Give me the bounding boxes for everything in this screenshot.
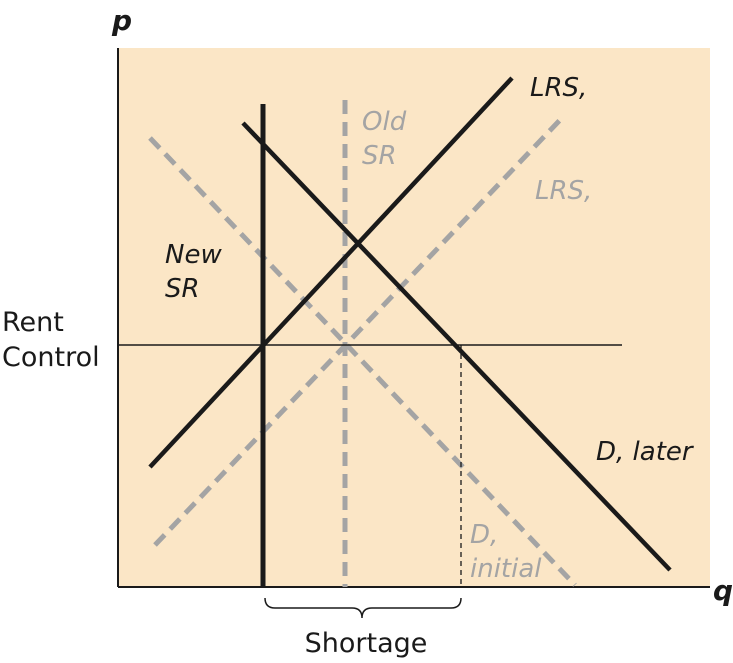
d-later-line — [241, 121, 672, 572]
d-initial-label: D, initial — [470, 520, 542, 584]
plot-area — [118, 48, 710, 587]
shortage-brace — [264, 597, 462, 619]
new-sr-label: New SR — [165, 240, 230, 304]
old-sr-label: Old SR — [362, 107, 414, 171]
lrs-later-line — [148, 76, 514, 469]
y-axis-label: p — [111, 4, 132, 37]
lrs-later-label: LRS, — [530, 73, 587, 103]
lrs-initial-label: LRS, — [535, 176, 592, 206]
d-initial-line — [148, 136, 577, 587]
lrs-initial-line — [153, 118, 562, 547]
rent-control-label: Rent Control — [2, 307, 100, 373]
shortage-label: Shortage — [305, 628, 428, 659]
x-axis-label: q — [713, 574, 733, 607]
d-later-label: D, later — [596, 437, 695, 467]
